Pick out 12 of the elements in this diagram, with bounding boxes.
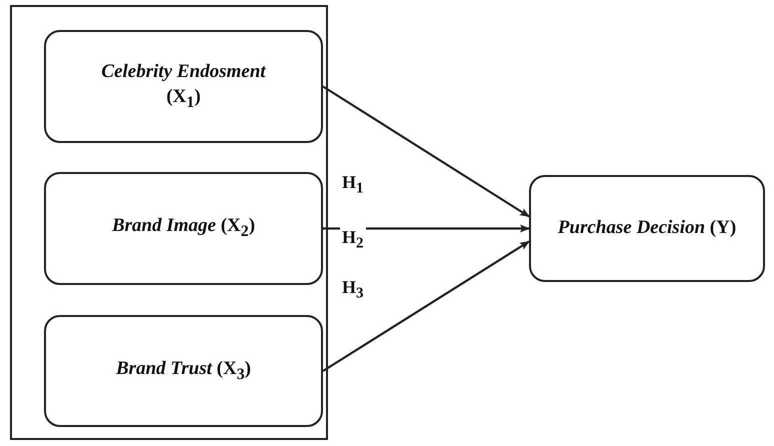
variable-label: Brand Trust (X$_{3}$) — [116, 356, 251, 385]
outer-frame — [10, 5, 328, 440]
variable-label: Brand Image (X$_{2}$) — [112, 214, 256, 242]
variable-label: Celebrity Endosment (X$_{1}$) — [100, 60, 267, 112]
arrow — [322, 86, 530, 218]
arrow — [322, 240, 530, 372]
variable-box — [44, 315, 323, 427]
variable-label: Purchase Decision (Y) — [558, 216, 736, 240]
arrow — [323, 224, 530, 232]
variable-box — [44, 172, 323, 285]
variable-box — [44, 30, 323, 143]
variable-box — [529, 175, 765, 282]
